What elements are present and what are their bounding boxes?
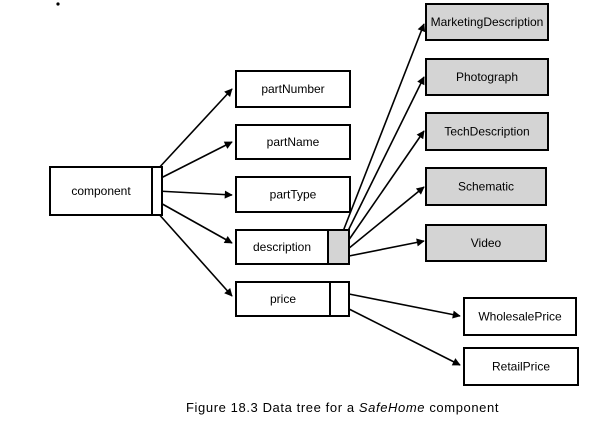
caption-italic: SafeHome [359, 400, 425, 415]
caption-prefix: Figure 18.3 Data tree for a [186, 400, 359, 415]
edge-price-retailprice [348, 308, 461, 366]
edge-description-video [348, 238, 425, 257]
figure-caption: Figure 18.3 Data tree for a SafeHome com… [186, 400, 499, 415]
techdescription-node-label: TechDescription [444, 125, 529, 139]
photograph-node-label: Photograph [456, 70, 518, 84]
edge-description-photograph [343, 76, 425, 240]
parttype-node-box [235, 176, 351, 213]
nodes-layer: component partNumber partName partType descr… [49, 2, 579, 386]
video-node-label: Video [471, 236, 502, 250]
partnumber-node-box [235, 70, 351, 108]
schematic-node: Schematic [425, 167, 547, 206]
edge-price-wholesaleprice [348, 293, 461, 319]
techdescription-node-box [425, 112, 549, 151]
edge-description-schematic [347, 186, 425, 250]
edge-description-marketing [341, 23, 426, 235]
edge-component-partnumber [156, 88, 233, 171]
video-node: Video [425, 224, 547, 262]
component-node-box [49, 166, 163, 216]
parttype-node-label: partType [270, 188, 317, 202]
edge-component-description [156, 200, 233, 244]
marketingdescription-node-label: MarketingDescription [431, 15, 544, 29]
photograph-node: Photograph [425, 58, 549, 96]
retailprice-node-box [463, 347, 579, 386]
partname-node-box [235, 124, 351, 160]
description-node: description [235, 229, 350, 265]
partnumber-node-label: partNumber [261, 82, 324, 96]
photograph-node-box [425, 58, 549, 96]
description-node-label: description [253, 240, 311, 254]
wholesaleprice-node-box [463, 297, 577, 336]
price-node: price [235, 281, 350, 317]
schematic-node-label: Schematic [458, 180, 514, 194]
edge-description-techdescription [345, 130, 425, 245]
retailprice-node: RetailPrice [463, 347, 579, 386]
edge-component-price [156, 211, 233, 297]
partnumber-node: partNumber [235, 70, 351, 108]
edges-layer [156, 23, 461, 366]
partname-node: partName [235, 124, 351, 160]
retailprice-node-label: RetailPrice [492, 360, 550, 374]
partname-node-label: partName [267, 135, 320, 149]
parttype-node: partType [235, 176, 351, 213]
component-node-label: component [71, 184, 131, 198]
edge-component-parttype [156, 190, 233, 199]
techdescription-node: TechDescription [425, 112, 549, 151]
description-node-child-cell [327, 229, 350, 265]
marketingdescription-node: MarketingDescription [425, 3, 549, 41]
wholesaleprice-node: WholesalePrice [463, 297, 577, 336]
caption-suffix: component [425, 400, 499, 415]
component-node: component [49, 166, 163, 216]
schematic-node-box [425, 167, 547, 206]
price-node-label: price [270, 292, 296, 306]
marketingdescription-node-box [425, 3, 549, 41]
wholesaleprice-node-label: WholesalePrice [478, 310, 562, 324]
stray-dot-mark [56, 2, 60, 6]
edge-component-partname [156, 141, 233, 181]
video-node-box [425, 224, 547, 262]
